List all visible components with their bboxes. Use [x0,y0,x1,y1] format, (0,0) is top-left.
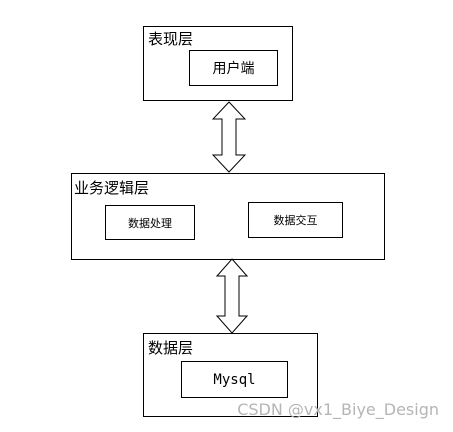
data-layer-box: 数据层 Mysql [143,333,318,417]
mysql-label: Mysql [213,371,256,388]
data-layer-label: 数据层 [148,339,194,357]
data-interaction-module-box: 数据交互 [248,202,343,238]
presentation-layer-label: 表现层 [148,30,194,48]
business-layer-box: 业务逻辑层 数据处理 数据交互 [71,173,385,260]
data-processing-label: 数据处理 [128,216,172,230]
client-module-label: 用户端 [212,61,255,77]
data-processing-module-box: 数据处理 [105,205,195,240]
mysql-module-box: Mysql [181,361,288,398]
double-arrow-bottom [216,258,248,334]
data-interaction-label: 数据交互 [273,214,318,227]
client-module-box: 用户端 [189,50,278,86]
watermark-text: CSDN @vx1_Biye_Design [237,400,439,419]
business-layer-label: 业务逻辑层 [74,179,150,197]
double-arrow-top [212,101,246,173]
presentation-layer-box: 表现层 用户端 [143,26,293,101]
